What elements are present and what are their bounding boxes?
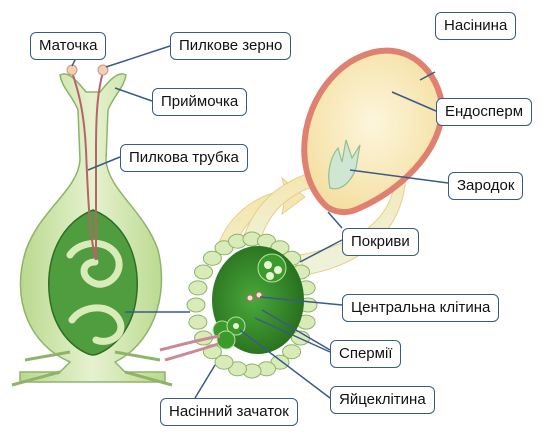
integument-cell — [186, 297, 206, 313]
seed — [301, 47, 445, 216]
label-pistil: Маточка — [30, 32, 107, 60]
leader-embryo — [349, 169, 449, 184]
label-egg-cell: Яйцеклітина — [330, 386, 435, 414]
antipodal-cell — [264, 261, 272, 269]
egg-nucleus — [233, 323, 239, 329]
embryo-shape — [328, 139, 361, 190]
label-pollen-tube: Пилкова трубка — [120, 144, 248, 172]
label-ovule: Насінний зачаток — [160, 398, 298, 426]
integument-cell — [282, 344, 302, 360]
label-integuments: Покриви — [342, 228, 419, 256]
label-endosperm: Ендосперм — [436, 98, 533, 126]
leader-egg-cell — [239, 329, 331, 399]
leader-sperm-1 — [261, 309, 331, 351]
integument-cell — [202, 250, 222, 266]
seed-coat — [301, 47, 445, 216]
pollen-tube-entry — [159, 334, 221, 352]
integument-cell — [194, 264, 213, 280]
synergid — [216, 330, 236, 350]
label-central-cell: Центральна клітина — [342, 294, 500, 322]
label-seed: Насінина — [435, 12, 517, 40]
label-pollen-grain: Пилкове зерно — [170, 32, 292, 60]
antipodal-cell — [274, 266, 282, 274]
central-cell-nucleus — [246, 294, 254, 302]
pollen-tube-entry-2 — [164, 342, 219, 362]
pistil — [11, 64, 173, 387]
pollen-grain-left — [66, 64, 78, 76]
leader-pollen-tube — [87, 156, 121, 171]
leader-ovule — [194, 364, 216, 399]
leader-integuments-2 — [299, 239, 343, 263]
pollen-grain-right — [97, 64, 109, 76]
leader-lines — [71, 45, 449, 399]
label-embryo: Зародок — [448, 172, 524, 200]
leader-integuments-1 — [327, 211, 343, 229]
label-stigma: Приймочка — [152, 88, 248, 116]
pollen-tube-right — [94, 71, 104, 260]
leader-endosperm — [391, 91, 437, 112]
integument-cell — [214, 354, 234, 370]
integument-cell — [188, 314, 208, 330]
pistil-base — [11, 350, 173, 387]
leader-pollen-grain — [105, 45, 171, 68]
ovule-enlarged — [159, 231, 318, 382]
antipodal-cell — [266, 272, 274, 280]
integument-cell — [188, 280, 208, 296]
label-sperm-cells: Спермії — [330, 340, 402, 368]
leader-seed — [419, 71, 436, 81]
leader-sperm-2 — [254, 317, 331, 353]
pollen-tube-left — [71, 71, 97, 261]
leader-stigma — [114, 87, 153, 102]
leader-central-cell — [259, 296, 343, 306]
antipodal-cells — [257, 253, 287, 283]
